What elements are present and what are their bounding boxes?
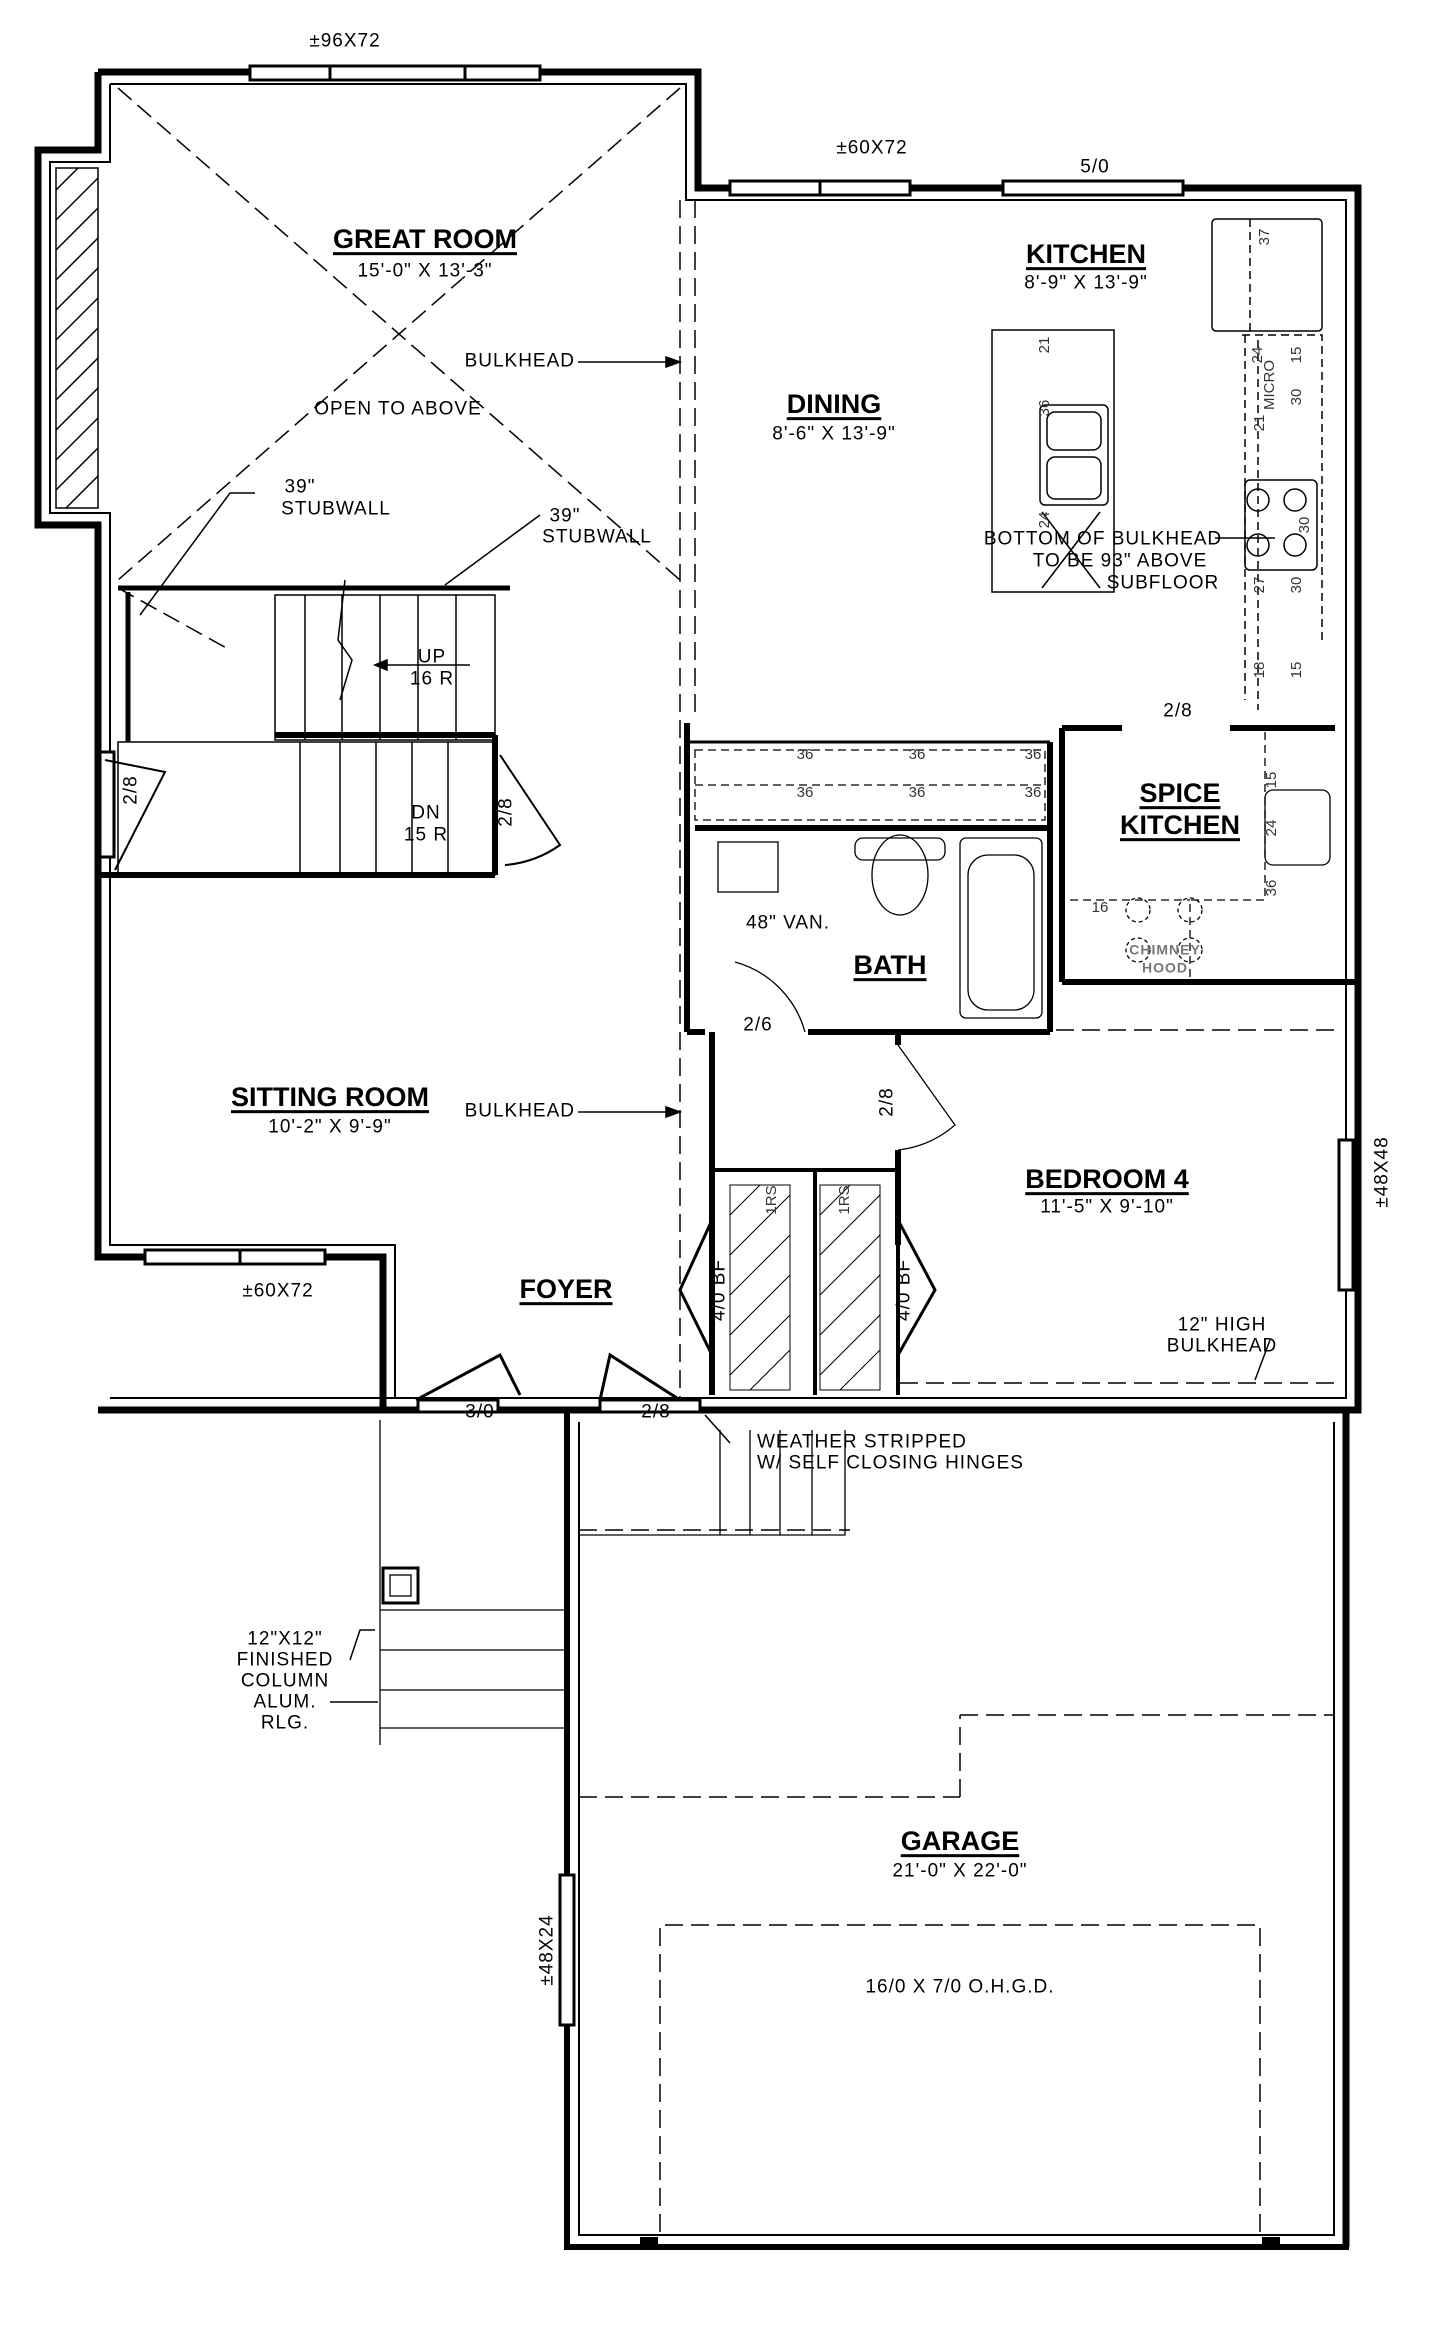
kitchen-fixtures	[991, 218, 1323, 710]
note-stubwall-left-2: STUBWALL	[281, 498, 391, 520]
note-high-bulkhead-2: BULKHEAD	[1166, 1335, 1278, 1357]
cab-dim: 30	[1295, 516, 1313, 534]
cab-dim: 37	[1255, 228, 1273, 246]
note-column-5: RLG.	[260, 1712, 310, 1734]
room-name-bedroom4: BEDROOM 4	[1025, 1164, 1189, 1195]
stairs-down-label: DN	[411, 802, 441, 824]
window-label-great-room: ±96X72	[309, 30, 381, 52]
bifold-right-label: 4/0 BF	[893, 1259, 915, 1321]
cab-dim: 36	[1262, 879, 1280, 897]
door-label-garage-entry: 2/8	[641, 1401, 671, 1423]
door-label-bedroom: 2/8	[876, 1087, 898, 1117]
stairs-up-label: UP	[417, 646, 447, 668]
cab-dim: 21	[1035, 336, 1053, 354]
note-vanity: 48" VAN.	[745, 912, 831, 934]
window-label-kitchen: 5/0	[1080, 156, 1110, 178]
closet-right-label: 1RS	[835, 1185, 853, 1215]
room-name-bath: BATH	[853, 950, 927, 981]
cab-dim: 24	[1262, 819, 1280, 837]
room-name-dining: DINING	[786, 389, 882, 420]
room-size-garage: 21'-0" X 22'-0"	[892, 1860, 1028, 1882]
cab-dim: 15	[1287, 661, 1305, 679]
stairs	[98, 579, 510, 878]
cab-dim: 24	[1035, 511, 1053, 529]
cab-dim: 27	[1250, 576, 1268, 594]
note-kitchen-bulkhead-1: BOTTOM OF BULKHEAD	[983, 528, 1223, 550]
fireplace	[55, 167, 99, 509]
interior-walls	[684, 723, 1358, 1395]
door-label-spice: 2/8	[1163, 700, 1193, 722]
note-garage-door: 16/0 X 7/0 O.H.G.D.	[865, 1976, 1055, 1998]
cab-dim: 18	[1250, 661, 1268, 679]
closet-left-label: 1RS	[762, 1185, 780, 1215]
room-size-kitchen: 8'-9" X 13'-9"	[1024, 272, 1148, 294]
cab-dim: 36	[908, 783, 926, 801]
door-label-bath: 2/6	[743, 1014, 773, 1036]
note-stubwall-left-1: 39"	[284, 476, 316, 498]
note-column-1: 12"X12"	[247, 1628, 323, 1650]
note-kitchen-bulkhead-2: TO BE 93" ABOVE	[1032, 550, 1208, 572]
window-label-garage: ±48X24	[536, 1914, 558, 1986]
note-bulkhead-top: BULKHEAD	[464, 350, 575, 372]
cab-dim: 15	[1262, 771, 1280, 789]
leaders	[139, 355, 1275, 1703]
room-name-great-room: GREAT ROOM	[333, 224, 517, 255]
doors	[104, 754, 702, 1414]
note-column-4: ALUM.	[253, 1691, 317, 1713]
room-name-spice-2: KITCHEN	[1120, 810, 1240, 841]
exterior-wall-west	[34, 72, 705, 1414]
cab-dim: 15	[1287, 346, 1305, 364]
note-high-bulkhead-1: 12" HIGH	[1177, 1314, 1267, 1336]
note-chimney-hood-1: CHIMNEY	[1129, 941, 1201, 958]
window-label-sitting: ±60X72	[242, 1280, 314, 1302]
note-weather-1: WEATHER STRIPPED	[757, 1431, 967, 1453]
closets	[678, 1184, 937, 1391]
cab-dim: 36	[908, 745, 926, 763]
room-size-dining: 8'-6" X 13'-9"	[772, 423, 896, 445]
windows	[98, 64, 1355, 2027]
room-name-foyer: FOYER	[519, 1274, 613, 1305]
door-label-stair-left: 2/8	[120, 775, 142, 805]
note-chimney-hood-2: HOOD	[1142, 959, 1188, 976]
note-column-3: COLUMN	[240, 1670, 330, 1692]
room-size-great-room: 15'-0" X 13'-3"	[357, 260, 493, 282]
window-label-dining: ±60X72	[836, 137, 908, 159]
room-name-kitchen: KITCHEN	[1026, 239, 1146, 270]
front-steps	[379, 1420, 846, 1745]
door-label-stair-right: 2/8	[495, 797, 517, 827]
note-stubwall-right-1: 39"	[549, 505, 581, 527]
room-name-sitting: SITTING ROOM	[231, 1082, 429, 1113]
note-stubwall-right-2: STUBWALL	[542, 526, 652, 548]
stairs-up-count: 16 R	[409, 668, 455, 690]
door-label-front: 3/0	[465, 1401, 495, 1423]
cab-dim: 21	[1250, 414, 1268, 432]
room-name-garage: GARAGE	[900, 1826, 1020, 1857]
note-column-2: FINISHED	[236, 1649, 334, 1671]
cab-dim: 30	[1287, 576, 1305, 594]
note-kitchen-bulkhead-3: SUBFLOOR	[1106, 572, 1220, 594]
bifold-left-label: 4/0 BF	[708, 1259, 730, 1321]
room-size-bedroom4: 11'-5" X 9'-10"	[1040, 1196, 1174, 1218]
room-name-spice-1: SPICE	[1139, 778, 1221, 809]
note-weather-2: W/ SELF CLOSING HINGES	[757, 1452, 1024, 1474]
cab-dim: 30	[1287, 388, 1305, 406]
room-size-sitting: 10'-2" X 9'-9"	[268, 1116, 392, 1138]
cab-dim: 36	[796, 745, 814, 763]
cab-dim: MICRO	[1260, 360, 1278, 410]
garage-door-ends	[640, 2237, 1280, 2249]
cab-dim: 36	[1024, 745, 1042, 763]
note-open-to-above: OPEN TO ABOVE	[314, 398, 482, 420]
cab-dim: 36	[1024, 783, 1042, 801]
cab-dim: 36	[796, 783, 814, 801]
cab-dim: 36	[1035, 399, 1053, 417]
window-label-bedroom4: ±48X48	[1371, 1136, 1393, 1208]
cab-dim: 16	[1091, 898, 1109, 916]
note-bulkhead-mid: BULKHEAD	[464, 1100, 575, 1122]
stairs-down-count: 15 R	[403, 824, 449, 846]
